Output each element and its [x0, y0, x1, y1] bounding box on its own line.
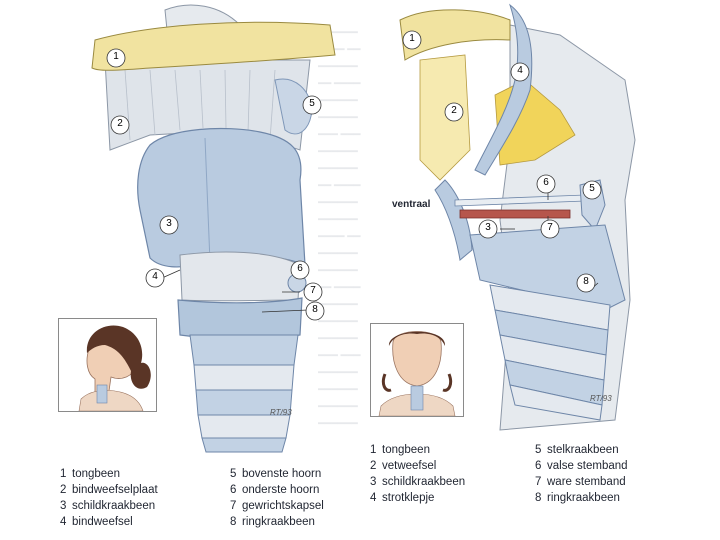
hyoid-bone	[399, 9, 511, 61]
right-callout-3: 3	[485, 222, 491, 233]
ventral-label: ventraal	[392, 199, 431, 210]
left-callout-4: 4	[152, 271, 158, 282]
right-callout-4: 4	[517, 65, 523, 76]
left-callout-1: 1	[113, 51, 119, 62]
right-callout-6: 6	[543, 177, 549, 188]
larynx-sagittal-illustration	[399, 3, 636, 431]
left-callout-6: 6	[297, 263, 303, 274]
right-callout-5: 5	[589, 183, 595, 194]
right-signature: RT/93	[590, 394, 612, 403]
left-callout-2: 2	[117, 118, 123, 129]
left-callout-5: 5	[309, 98, 315, 109]
left-callout-8: 8	[312, 304, 318, 315]
trachea-rings	[489, 284, 611, 421]
fat-tissue-1	[419, 54, 471, 181]
larynx-anterior-illustration	[91, 4, 336, 453]
left-callout-3: 3	[166, 218, 172, 229]
trachea-rings	[189, 334, 299, 453]
right-callout-1: 1	[409, 33, 415, 44]
right-callout-2: 2	[451, 105, 457, 116]
right-callout-7: 7	[547, 222, 553, 233]
hyoid-bone	[91, 21, 336, 71]
left-callouts	[106, 48, 325, 321]
right-inset-face	[370, 323, 464, 417]
right-callouts	[402, 30, 602, 293]
thyroid-cartilage	[434, 179, 473, 261]
right-callout-8: 8	[583, 276, 589, 287]
left-signature: RT/93	[270, 408, 292, 417]
left-inset-profile	[58, 318, 157, 412]
left-callout-7: 7	[310, 285, 316, 296]
show-through-texture: ━━━━━━ ━━━━ ━━ ━━━━━━ ━━ ━━━━ ━━━━━━ ━━━…	[318, 27, 361, 428]
true-vocal-cord	[459, 209, 571, 219]
